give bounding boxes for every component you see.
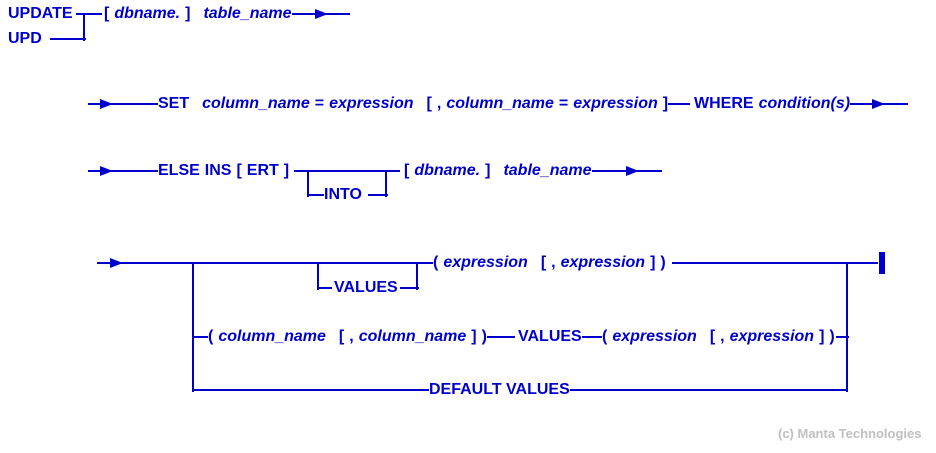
row5-values-keyword: VALUES: [518, 328, 582, 346]
connector-line: [88, 103, 158, 105]
connector-line: [192, 263, 194, 392]
open-bracket: [: [104, 5, 110, 22]
connector-line: [672, 262, 878, 264]
open-paren: (: [602, 328, 608, 345]
connector-line: [76, 13, 102, 15]
open-bracket: [: [404, 162, 410, 179]
variable-expression: expression: [612, 328, 697, 345]
close-bracket: ]: [662, 95, 669, 112]
copyright-text: (c) Manta Technologies: [778, 426, 922, 441]
connector-line: [308, 194, 324, 196]
close-paren: ): [660, 254, 666, 271]
open-bracket: [: [236, 162, 242, 179]
connector-line: [842, 103, 908, 105]
variable-expression: expression: [729, 328, 815, 345]
variable-dbname: dbname.: [114, 5, 181, 22]
connector-line: [416, 263, 418, 290]
close-bracket: ]: [650, 254, 656, 271]
open-bracket: [: [709, 328, 716, 345]
connector-line: [664, 103, 690, 105]
equals-sign: =: [558, 95, 569, 112]
connector-line: [193, 389, 430, 391]
equals-sign: =: [314, 95, 325, 112]
variable-dbname: dbname.: [414, 162, 481, 179]
close-bracket: ]: [283, 162, 290, 179]
connector-line: [582, 336, 603, 338]
connector-line: [317, 263, 319, 290]
keyword-where: WHERE: [694, 95, 754, 112]
close-bracket: ]: [185, 5, 191, 22]
open-paren: (: [208, 328, 214, 345]
keyword-into: INTO: [324, 186, 362, 203]
variable-column-name: column_name: [446, 95, 554, 112]
comma: ,: [349, 328, 354, 345]
connector-line: [50, 38, 86, 40]
row4-expression-list: ( expression [ , expression ] ): [433, 254, 666, 272]
connector-line: [97, 262, 433, 264]
connector-line: [307, 171, 309, 197]
comma: ,: [720, 328, 725, 345]
variable-column-name: column_name: [358, 328, 467, 345]
close-bracket: ]: [819, 328, 825, 345]
variable-expression: expression: [329, 95, 414, 112]
close-bracket: ]: [471, 328, 477, 345]
open-bracket: [: [540, 254, 547, 271]
variable-column-name: column_name: [202, 95, 310, 112]
connector-line: [294, 170, 400, 172]
row2-where-clause: WHERE condition(s): [694, 95, 851, 113]
variable-expression: expression: [560, 254, 646, 271]
row4-values-option: VALUES: [334, 279, 398, 297]
keyword-upd-label: UPD: [8, 30, 42, 47]
close-paren: ): [481, 328, 487, 345]
connector-line: [368, 194, 388, 196]
variable-conditions: condition(s): [758, 95, 851, 112]
keyword-values: VALUES: [518, 328, 582, 345]
row5-column-list: ( column_name [ , column_name ] ): [208, 328, 487, 346]
close-bracket: ]: [485, 162, 491, 179]
open-bracket: [: [338, 328, 345, 345]
keyword-else: ELSE: [158, 162, 200, 179]
keyword-set: SET: [158, 95, 190, 112]
keyword-default-values: DEFAULT VALUES: [429, 381, 570, 398]
row3-into-option: INTO: [324, 186, 362, 204]
variable-expression: expression: [573, 95, 658, 112]
keyword-values: VALUES: [334, 279, 398, 296]
connector-line: [400, 287, 419, 289]
open-bracket: [: [426, 95, 432, 112]
connector-line: [483, 336, 515, 338]
row1-table-operand: [ dbname. ] table_name: [104, 5, 292, 23]
variable-table-name: table_name: [203, 5, 292, 22]
statement-end-bar: [879, 252, 885, 274]
connector-line: [318, 287, 332, 289]
row3-else-insert: ELSE INS [ ERT ]: [158, 162, 290, 180]
comma: ,: [551, 254, 556, 271]
row2-set-clause: SET column_name = expression [ , column_…: [158, 95, 669, 113]
connector-line: [83, 14, 85, 41]
variable-expression: expression: [443, 254, 528, 271]
connector-line: [568, 389, 848, 391]
open-paren: (: [433, 254, 439, 271]
keyword-upd: UPD: [8, 30, 42, 48]
variable-column-name: column_name: [218, 328, 326, 345]
variable-table-name: table_name: [503, 162, 592, 179]
connector-line: [584, 170, 662, 172]
comma: ,: [436, 95, 442, 112]
connector-line: [280, 13, 350, 15]
keyword-update-label: UPDATE: [8, 5, 73, 22]
connector-line: [88, 170, 158, 172]
connector-line: [193, 336, 209, 338]
row3-table-operand: [ dbname. ] table_name: [404, 162, 592, 180]
row5-expression-list: ( expression [ , expression ] ): [602, 328, 835, 346]
connector-line: [385, 171, 387, 197]
close-paren: ): [829, 328, 835, 345]
row6-default-values: DEFAULT VALUES: [429, 381, 570, 399]
keyword-ins: INS: [204, 162, 232, 179]
keyword-update: UPDATE: [8, 5, 73, 23]
connector-line: [846, 263, 848, 392]
keyword-ert: ERT: [246, 162, 279, 179]
connector-line: [836, 336, 849, 338]
